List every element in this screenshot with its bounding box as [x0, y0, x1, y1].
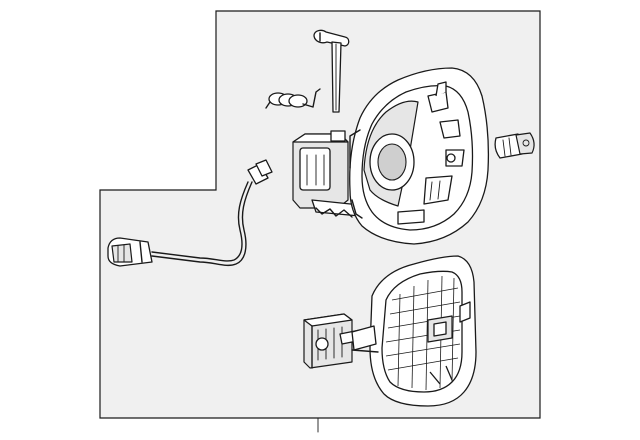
housing-bracket [349, 67, 490, 245]
actuator [292, 130, 361, 218]
fuel-door [369, 255, 477, 407]
wire-harness [107, 159, 273, 267]
bumper [494, 132, 535, 159]
spring [265, 88, 321, 109]
release-rod [313, 29, 350, 113]
door-hinge [303, 313, 379, 369]
